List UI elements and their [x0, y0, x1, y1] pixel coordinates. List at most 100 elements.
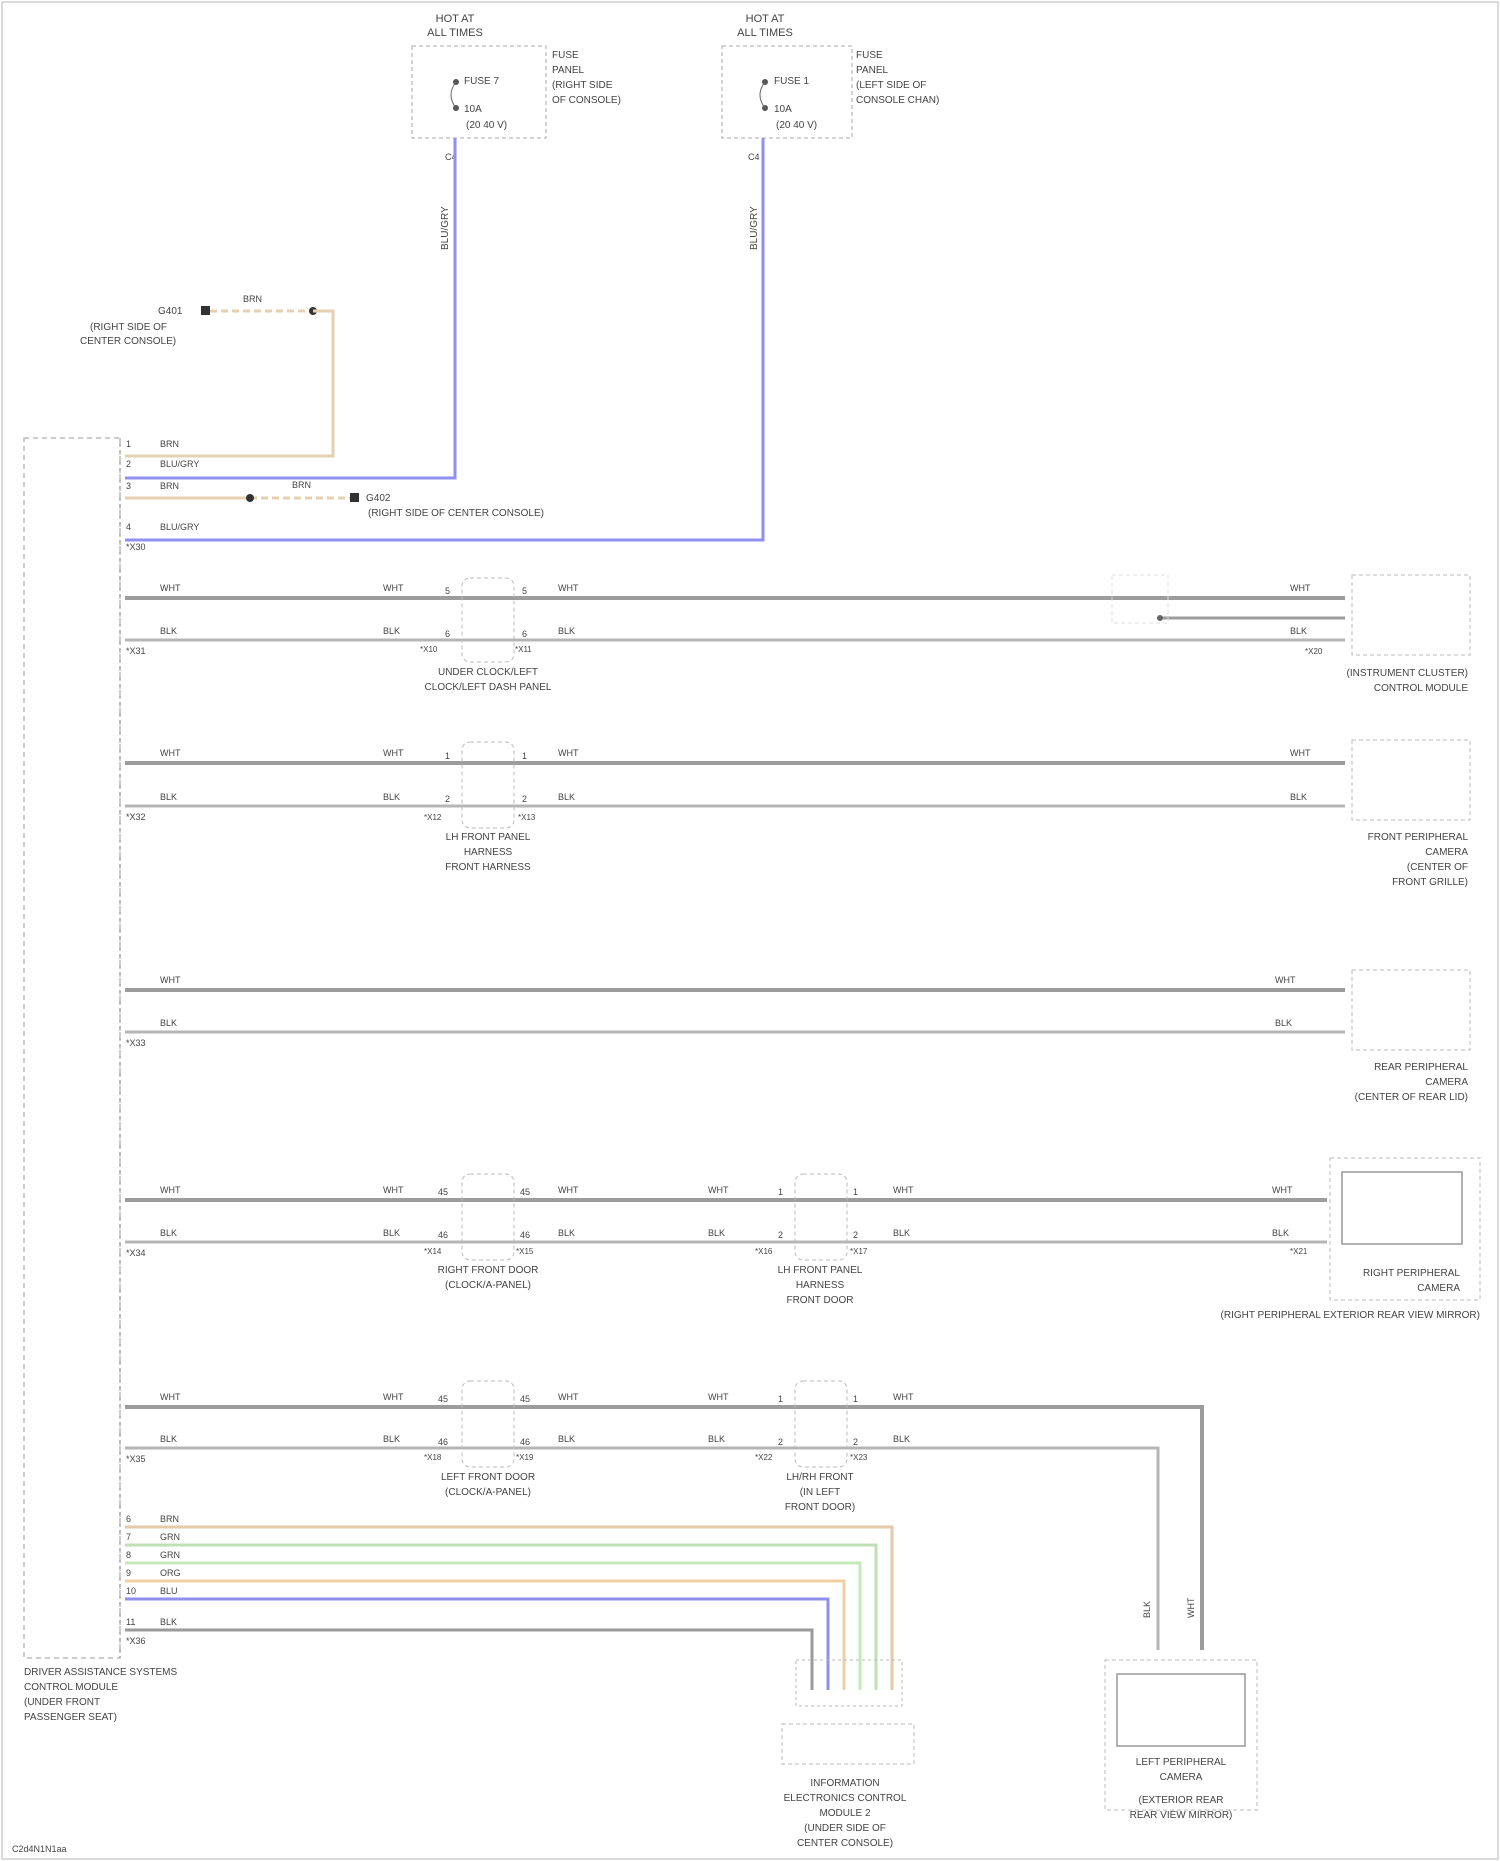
- module-input-pin-1: 1: [126, 439, 131, 449]
- c5-in1-b: BLK: [383, 1434, 400, 1444]
- c4-mid-a: WHT: [558, 1185, 579, 1195]
- c5-inline-connector-1: [462, 1381, 514, 1467]
- left-cam-label-2: CAMERA: [1160, 1772, 1203, 1783]
- bw-pin-6: 11: [126, 1617, 135, 1627]
- c3-end-a: WHT: [1275, 975, 1296, 985]
- c5-in2-a: WHT: [708, 1392, 729, 1402]
- module-label-2: CONTROL MODULE: [24, 1682, 118, 1693]
- c1-in-b: BLK: [383, 626, 400, 636]
- fuse-right-header-1: HOT AT: [746, 13, 785, 25]
- c4-out-a: WHT: [893, 1185, 914, 1195]
- bw-wire-1: [125, 1527, 892, 1690]
- left-peripheral-camera: BLK WHT LEFT PERIPHERAL CAMERA (EXTERIOR…: [1105, 1597, 1257, 1821]
- c5-ic2-pin-r2: 2: [853, 1437, 858, 1447]
- module-input-pin-2: 2: [126, 459, 131, 469]
- circuit-instrument-cluster: WHT BLK *X31 WHT BLK 5 6 5 6 *X10 *X11 U…: [125, 575, 1470, 694]
- c5-ic1-pin-l1: 45: [438, 1394, 448, 1404]
- left-cam-sub-2: REAR VIEW MIRROR): [1130, 1810, 1233, 1821]
- c1-ic-label-1: UNDER CLOCK/LEFT: [438, 667, 538, 678]
- c2-ic-tag-r: *X13: [518, 813, 536, 822]
- c4-ic1-label-2: (CLOCK/A-PANEL): [445, 1280, 531, 1291]
- bw-label-6: BLK: [160, 1617, 177, 1627]
- c3-conn-mod: *X33: [126, 1038, 146, 1048]
- c5-out-b: BLK: [893, 1434, 910, 1444]
- c4-inline-connector-2: [795, 1174, 847, 1260]
- g402-id: G402: [366, 493, 391, 504]
- c3-mod-b: BLK: [160, 1018, 177, 1028]
- c1-out-b: BLK: [558, 626, 575, 636]
- fuse-left-location: (20 40 V): [466, 120, 507, 131]
- c5-ic2-label-3: FRONT DOOR): [785, 1502, 855, 1513]
- c4-ic2-pin-r1: 1: [853, 1187, 858, 1197]
- c5-ic1-label-1: LEFT FRONT DOOR: [441, 1472, 535, 1483]
- info-module-1: INFORMATION: [810, 1778, 879, 1789]
- c4-in1-b: BLK: [383, 1228, 400, 1238]
- c5-ic1-pin-l2: 46: [438, 1437, 448, 1447]
- c4-conn-comp: *X21: [1290, 1247, 1308, 1256]
- c1-end-a: WHT: [1290, 583, 1311, 593]
- left-cam-wire-a: BLK: [1142, 1601, 1152, 1618]
- c5-ic2-pin-l2: 2: [778, 1437, 783, 1447]
- left-cam-sub-1: (EXTERIOR REAR: [1138, 1795, 1223, 1806]
- c2-ic-pin-l2: 2: [445, 794, 450, 804]
- c4-in1-a: WHT: [383, 1185, 404, 1195]
- module-input-color-1: BRN: [160, 439, 179, 449]
- c4-ic1-tag-r: *X15: [516, 1247, 534, 1256]
- left-cam-wire-b: WHT: [1186, 1597, 1196, 1618]
- c4-ic1-pin-l1: 45: [438, 1187, 448, 1197]
- c5-mid-b: BLK: [558, 1434, 575, 1444]
- module-outline: [24, 438, 120, 1658]
- circuit-rear-camera: WHT BLK *X33 WHT BLK REAR PERIPHERAL CAM…: [125, 970, 1470, 1103]
- c1-comp-2: CONTROL MODULE: [1374, 683, 1468, 694]
- c2-mod-b: BLK: [160, 792, 177, 802]
- c3-comp-2: CAMERA: [1425, 1077, 1468, 1088]
- fuse-right-fuse-label: FUSE 1: [774, 76, 809, 87]
- footer-tag: C2d4N1N1aa: [12, 1844, 67, 1854]
- module-input-color-4: BLU/GRY: [160, 522, 199, 532]
- ground-g401-icon: [201, 306, 210, 315]
- c1-ic-pin-l2: 6: [445, 629, 450, 639]
- module-label-4: PASSENGER SEAT): [24, 1712, 117, 1723]
- c5-ic1-tag-l: *X18: [424, 1453, 442, 1462]
- c4-ic2-label-3: FRONT DOOR: [786, 1295, 853, 1306]
- c2-out-b: BLK: [558, 792, 575, 802]
- fuse-right-pin: C4: [748, 152, 760, 162]
- c1-out-a: WHT: [558, 583, 579, 593]
- fuse-left-element-icon: [451, 82, 456, 108]
- bw-pin-5: 10: [126, 1586, 136, 1596]
- c4-ic2-tag-r: *X17: [850, 1247, 868, 1256]
- g401-id: G401: [158, 306, 183, 317]
- c5-ic1-label-2: (CLOCK/A-PANEL): [445, 1487, 531, 1498]
- c5-mod-a: WHT: [160, 1392, 181, 1402]
- c2-comp-2: CAMERA: [1425, 847, 1468, 858]
- fuse-right-element-icon: [760, 82, 765, 108]
- c4-ic2-label-1: LH FRONT PANEL: [778, 1265, 863, 1276]
- c5-ic1-pin-r2: 46: [520, 1437, 530, 1447]
- bw-pin-1: 6: [126, 1514, 131, 1524]
- c1-in-a: WHT: [383, 583, 404, 593]
- c4-ic1-pin-r1: 45: [520, 1187, 530, 1197]
- c2-component-box: [1352, 740, 1470, 820]
- c4-mod-a: WHT: [160, 1185, 181, 1195]
- c2-ic-tag-l: *X12: [424, 813, 442, 822]
- circuit-front-camera: WHT BLK *X32 WHT BLK 1 2 1 2 *X12 *X13 L…: [125, 740, 1470, 888]
- fuse-left-fuse-label: FUSE 7: [464, 76, 499, 87]
- fuse-right-desc-1: FUSE: [856, 50, 883, 61]
- module-connector-tag: *X30: [126, 542, 146, 552]
- fuse-right-header-2: ALL TIMES: [737, 27, 793, 39]
- fuse-block-right: HOT AT ALL TIMES FUSE 1 10A (20 40 V) FU…: [722, 13, 939, 250]
- fuse-left-wire-color: BLU/GRY: [440, 206, 451, 250]
- c2-ic-label-3: FRONT HARNESS: [445, 862, 531, 873]
- c5-in2-b: BLK: [708, 1434, 725, 1444]
- c1-mod-b: BLK: [160, 626, 177, 636]
- bw-label-5: BLU: [160, 1586, 178, 1596]
- fuse-right-desc-2: PANEL: [856, 65, 888, 76]
- bw-label-2: GRN: [160, 1532, 180, 1542]
- circuit-left-camera: WHT BLK *X35 WHT BLK 45 46 45 46 *X18 *X…: [125, 1381, 1202, 1650]
- module-label-3: (UNDER FRONT: [24, 1697, 100, 1708]
- c1-conn-comp: *X20: [1305, 647, 1323, 656]
- c1-ic-pin-l1: 5: [445, 586, 450, 596]
- fuse-right-amp-label: 10A: [774, 104, 792, 115]
- c4-comp-2: CAMERA: [1417, 1283, 1460, 1294]
- c4-ic2-pin-r2: 2: [853, 1230, 858, 1240]
